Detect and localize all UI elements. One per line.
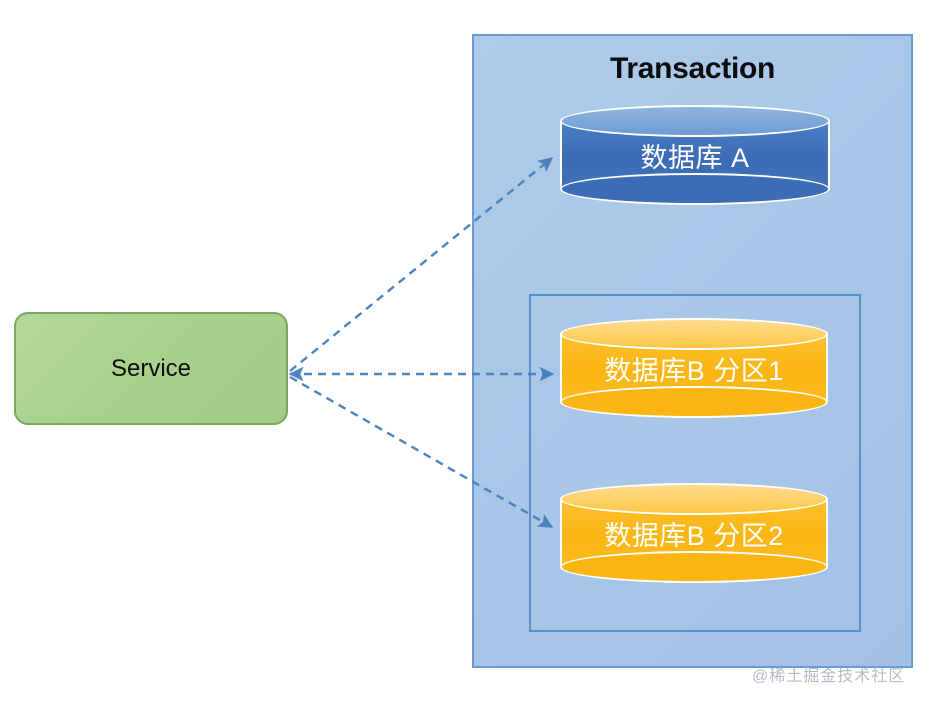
cylinder-top-ellipse <box>560 105 830 137</box>
service-node[interactable]: Service <box>14 312 288 425</box>
cylinder-top-ellipse <box>560 318 828 350</box>
database-cylinder-db-b-p2[interactable]: 数据库B 分区2 <box>560 483 828 583</box>
database-cylinder-db-a[interactable]: 数据库 A <box>560 105 830 205</box>
cylinder-bottom-ellipse <box>560 551 828 583</box>
watermark: @稀土掘金技术社区 <box>752 668 906 685</box>
database-cylinder-db-b-p1[interactable]: 数据库B 分区1 <box>560 318 828 418</box>
cylinder-top-ellipse <box>560 483 828 515</box>
cylinder-bottom-ellipse <box>560 173 830 205</box>
cylinder-bottom-ellipse <box>560 386 828 418</box>
panel-title: Transaction <box>609 52 776 85</box>
service-label: Service <box>110 354 192 382</box>
